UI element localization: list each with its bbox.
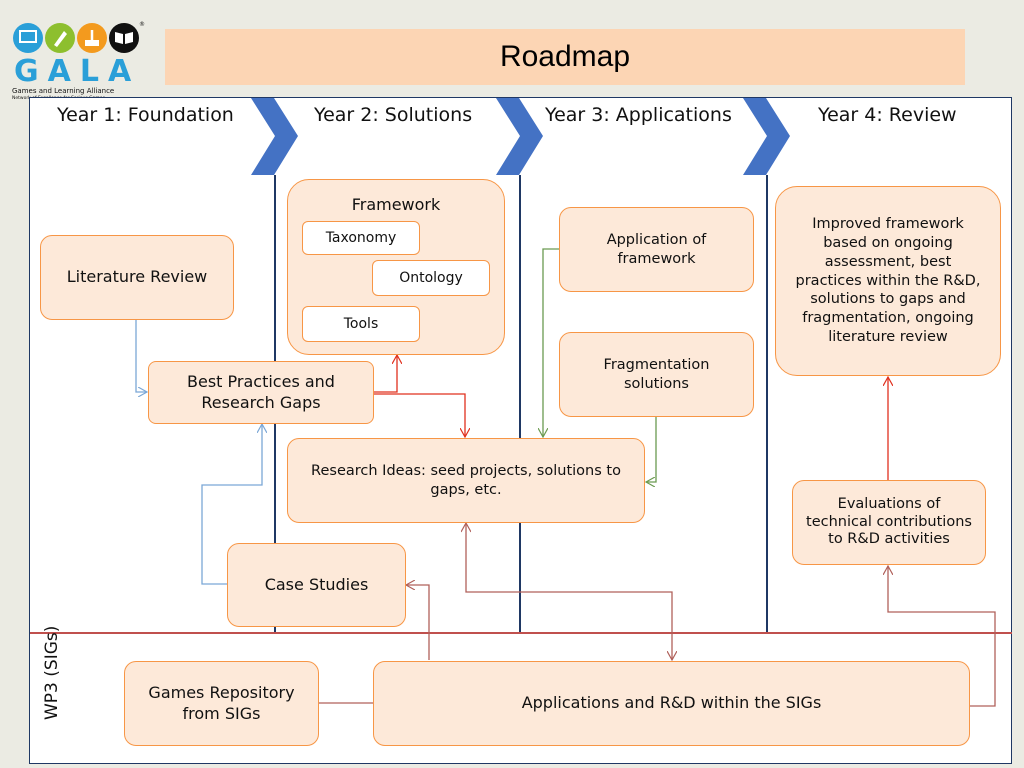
applications-rd-box: Applications and R&D within the SIGs [373,661,970,746]
arrow-application-to-research-ideas [543,248,560,437]
chevron-arrow-1 [251,98,298,175]
literature-review-box: Literature Review [40,235,234,320]
best-practices-label: Best Practices and Research Gaps [187,371,335,412]
games-repository-box: Games Repository from SIGs [124,661,319,746]
framework-label: Framework [351,195,441,214]
best-practices-box: Best Practices and Research Gaps [148,361,374,424]
arrow-applications-to-case-studies [406,585,430,660]
games-repository-label: Games Repository from SIGs [148,682,295,723]
tools-label: Tools [343,316,379,332]
page-title: Roadmap [499,40,631,73]
arrow-best-practices-to-framework [373,355,397,393]
case-studies-label: Case Studies [264,574,369,594]
research-ideas-box: Research Ideas: seed projects, solutions… [287,438,645,523]
title-bar: Roadmap [165,29,965,85]
fragmentation-label: Fragmentation solutions [603,356,710,392]
year-4-label: Year 4: Review [818,104,957,126]
arrow-fragmentation-to-research-ideas [646,417,657,482]
fragmentation-box: Fragmentation solutions [559,332,754,417]
literature-review-label: Literature Review [66,267,208,287]
chevron-arrow-3 [743,98,790,175]
tools-box: Tools [302,306,420,342]
improved-framework-box: Improved framework based on ongoing asse… [775,186,1001,376]
arrow-case-studies-to-best-practices [201,424,262,585]
arrow-applications-to-evaluations [888,566,996,707]
arrow-research-ideas-applications [466,524,672,660]
improved-framework-label: Improved framework based on ongoing asse… [795,216,981,346]
taxonomy-label: Taxonomy [325,230,397,246]
taxonomy-box: Taxonomy [302,221,420,255]
logo-tagline: Games and Learning Alliance [12,87,115,95]
chevron-arrow-2 [496,98,543,175]
book-icon [109,23,139,53]
application-framework-box: Application of framework [559,207,754,292]
research-ideas-label: Research Ideas: seed projects, solutions… [311,462,621,498]
application-framework-label: Application of framework [606,231,707,267]
gala-logo: ® GALA Games and Learning Alliance Netwo… [10,20,150,104]
applications-rd-label: Applications and R&D within the SIGs [521,693,822,713]
ontology-label: Ontology [399,270,463,286]
ontology-box: Ontology [372,260,490,296]
arrow-literature-to-best-practices [135,320,147,392]
arrow-best-practices-to-research-ideas [373,393,465,437]
svg-text:®: ® [139,21,145,28]
case-studies-box: Case Studies [227,543,406,627]
year-1-label: Year 1: Foundation [57,104,234,126]
year-2-label: Year 2: Solutions [314,104,473,126]
evaluations-label: Evaluations of technical contributions t… [806,496,972,548]
evaluations-box: Evaluations of technical contributions t… [792,480,986,565]
logo-wordmark: GALA [14,54,141,89]
year-3-label: Year 3: Applications [545,104,732,126]
wp3-label: WP3 (SIGs) [42,625,62,720]
